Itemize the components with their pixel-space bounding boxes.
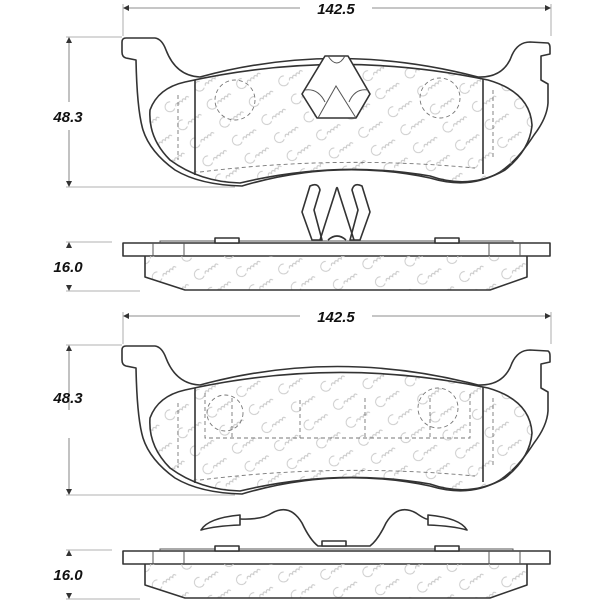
height-label: 48.3	[52, 109, 83, 126]
thickness-label: 16.0	[53, 567, 83, 584]
width-dimension: 142.5	[122, 309, 552, 344]
watermark-logo	[149, 372, 533, 491]
thickness-dimension: 16.0	[53, 241, 140, 292]
hidden-lines	[177, 90, 494, 173]
side-backing-plate	[122, 550, 551, 565]
arrow-right-icon	[545, 313, 551, 319]
arrow-up-icon	[66, 37, 72, 43]
side-friction-material	[144, 256, 528, 291]
side-tab-left	[214, 237, 240, 244]
height-dimension: 48.3	[52, 36, 235, 188]
friction-material	[149, 371, 533, 492]
lower-pad-view: 142.5 48.3 16.0	[52, 309, 552, 600]
arrow-right-icon	[545, 5, 551, 11]
watermark-logo	[145, 564, 527, 598]
arrow-up-icon	[66, 242, 72, 248]
arrow-up-icon	[66, 550, 72, 556]
width-label: 142.5	[317, 309, 355, 326]
hidden-lines	[177, 398, 494, 481]
arrow-down-icon	[66, 593, 72, 599]
width-label: 142.5	[317, 1, 355, 18]
side-plate-divisions	[152, 548, 521, 564]
side-backing-plate	[122, 242, 551, 257]
upper-pad-view: 142.5 48.3 16.0	[52, 1, 552, 292]
thickness-dimension: 16.0	[53, 549, 140, 600]
arrow-left-icon	[123, 5, 129, 11]
arrow-down-icon	[66, 489, 72, 495]
watermark-logo	[145, 256, 527, 290]
side-tab-right	[434, 545, 460, 552]
arrow-up-icon	[66, 345, 72, 351]
side-plate-divisions	[152, 240, 521, 256]
thickness-label: 16.0	[53, 259, 83, 276]
arrow-down-icon	[66, 181, 72, 187]
arrow-left-icon	[123, 313, 129, 319]
abutment-clip	[301, 183, 323, 241]
height-dimension: 48.3	[52, 344, 235, 496]
height-label: 48.3	[52, 390, 83, 407]
side-friction-material	[144, 564, 528, 599]
width-dimension: 142.5	[122, 1, 552, 36]
side-tab-right	[434, 237, 460, 244]
side-tab-left	[214, 545, 240, 552]
lower-hardware	[200, 387, 471, 547]
upper-hardware	[214, 55, 461, 241]
arrow-down-icon	[66, 285, 72, 291]
friction-material	[149, 63, 533, 184]
wire-spring	[200, 514, 241, 531]
